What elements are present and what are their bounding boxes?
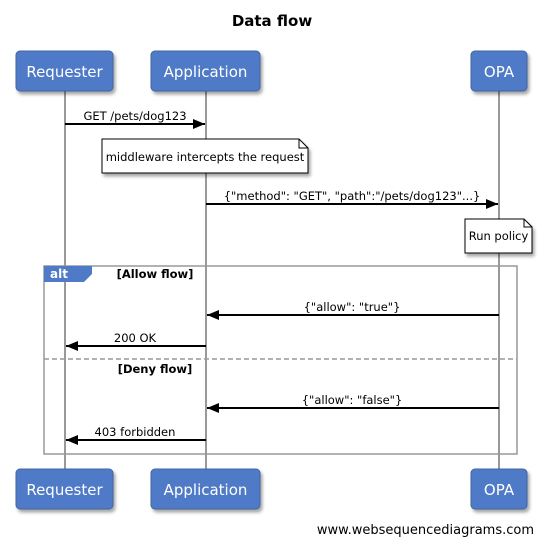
note-run-policy-text: Run policy <box>469 229 529 243</box>
footer-watermark: www.websequencediagrams.com <box>317 523 534 538</box>
message-allow-false: {"allow": "false"} <box>207 393 499 413</box>
note-run-policy: Run policy <box>464 218 533 254</box>
message-opa-query-label: {"method": "GET", "path":"/pets/dog123".… <box>224 189 481 203</box>
message-allow-true: {"allow": "true"} <box>207 300 499 320</box>
message-allow-false-label: {"allow": "false"} <box>302 393 403 407</box>
message-403-forbidden: 403 forbidden <box>66 425 206 445</box>
note-middleware: middleware intercepts the request <box>101 138 309 174</box>
allow-flow-condition: [Allow flow] <box>117 267 194 281</box>
actor-application-bottom-label: Application <box>164 481 248 499</box>
actor-application-label: Application <box>164 63 248 81</box>
actor-application-top: Application <box>150 50 261 92</box>
alt-frame-tag: alt <box>50 267 68 281</box>
actor-requester-bottom-label: Requester <box>26 481 103 499</box>
actor-requester-bottom: Requester <box>15 468 114 510</box>
actor-opa-bottom-label: OPA <box>484 481 515 499</box>
message-200-ok: 200 OK <box>66 331 206 351</box>
diagram-title: Data flow <box>232 12 313 30</box>
message-opa-query: {"method": "GET", "path":"/pets/dog123".… <box>206 189 498 209</box>
note-middleware-text: middleware intercepts the request <box>106 150 305 164</box>
actor-application-bottom: Application <box>150 468 261 510</box>
message-403-forbidden-label: 403 forbidden <box>95 425 176 439</box>
message-allow-true-label: {"allow": "true"} <box>304 300 401 314</box>
deny-flow-condition: [Deny flow] <box>118 362 193 376</box>
message-200-ok-label: 200 OK <box>114 331 157 345</box>
actor-opa-label: OPA <box>484 63 515 81</box>
actor-requester-label: Requester <box>26 63 103 81</box>
actor-opa-bottom: OPA <box>470 468 528 510</box>
actor-opa-top: OPA <box>470 50 528 92</box>
alt-frame: alt [Allow flow] [Deny flow] <box>43 265 518 455</box>
actor-requester-top: Requester <box>15 50 114 92</box>
message-get-request: GET /pets/dog123 <box>65 109 205 129</box>
message-get-request-label: GET /pets/dog123 <box>83 109 186 123</box>
